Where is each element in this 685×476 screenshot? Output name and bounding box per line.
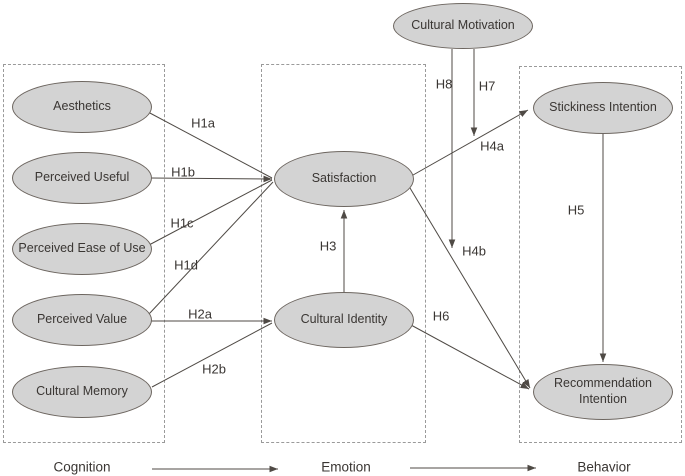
node-cultural-identity-label: Cultural Identity — [300, 312, 388, 327]
label-h1a: H1a — [191, 115, 215, 131]
label-h2a: H2a — [188, 306, 212, 322]
edge-h1b — [149, 175, 273, 183]
cognition-group-box — [3, 64, 165, 443]
label-h1c: H1c — [170, 215, 194, 231]
edge-h1d — [148, 181, 274, 315]
node-aesthetics-label: Aesthetics — [53, 99, 111, 114]
node-stickiness-intention: Stickiness Intention — [533, 82, 673, 134]
label-h2b: H2b — [202, 361, 226, 377]
label-h5: H5 — [567, 202, 585, 218]
edge-h1a — [147, 111, 273, 179]
node-cultural-memory: Cultural Memory — [12, 366, 152, 418]
edge-h1c — [148, 179, 273, 246]
node-cultural-motivation-label: Cultural Motivation — [411, 18, 515, 33]
edge-h6 — [410, 324, 530, 390]
node-perceived-useful: Perceived Useful — [12, 152, 152, 204]
stage-label-behavior: Behavior — [577, 459, 631, 475]
label-h3: H3 — [319, 238, 337, 254]
node-perceived-useful-label: Perceived Useful — [34, 170, 130, 185]
node-aesthetics: Aesthetics — [12, 81, 152, 133]
node-perceived-ease-of-use: Perceived Ease of Use — [12, 223, 152, 275]
edge-h4a — [405, 109, 529, 180]
node-recommendation-intention-label: Recommendation Intention — [554, 376, 652, 406]
label-h4a: H4a — [480, 138, 504, 154]
node-satisfaction-label: Satisfaction — [311, 171, 377, 186]
edge-h4b — [406, 182, 531, 389]
edge-h2b — [151, 322, 273, 388]
node-cultural-memory-label: Cultural Memory — [36, 384, 128, 399]
label-h1b: H1b — [171, 164, 195, 180]
stage-label-emotion: Emotion — [321, 459, 371, 475]
behavior-group-box — [519, 66, 682, 443]
label-h6: H6 — [432, 308, 450, 324]
node-perceived-ease-of-use-label: Perceived Ease of Use — [18, 241, 146, 256]
label-h4b: H4b — [462, 243, 486, 259]
emotion-group-box — [261, 64, 426, 443]
node-perceived-value-label: Perceived Value — [36, 312, 128, 327]
node-perceived-value: Perceived Value — [12, 294, 152, 346]
node-stickiness-intention-label: Stickiness Intention — [549, 100, 657, 115]
label-h7: H7 — [478, 78, 496, 94]
label-h1d: H1d — [174, 257, 198, 273]
label-h8: H8 — [435, 76, 453, 92]
node-satisfaction: Satisfaction — [274, 151, 414, 207]
node-cultural-motivation: Cultural Motivation — [393, 3, 533, 49]
node-cultural-identity: Cultural Identity — [274, 292, 414, 348]
stage-label-cognition: Cognition — [53, 459, 111, 475]
node-recommendation-intention: Recommendation Intention — [533, 364, 673, 420]
